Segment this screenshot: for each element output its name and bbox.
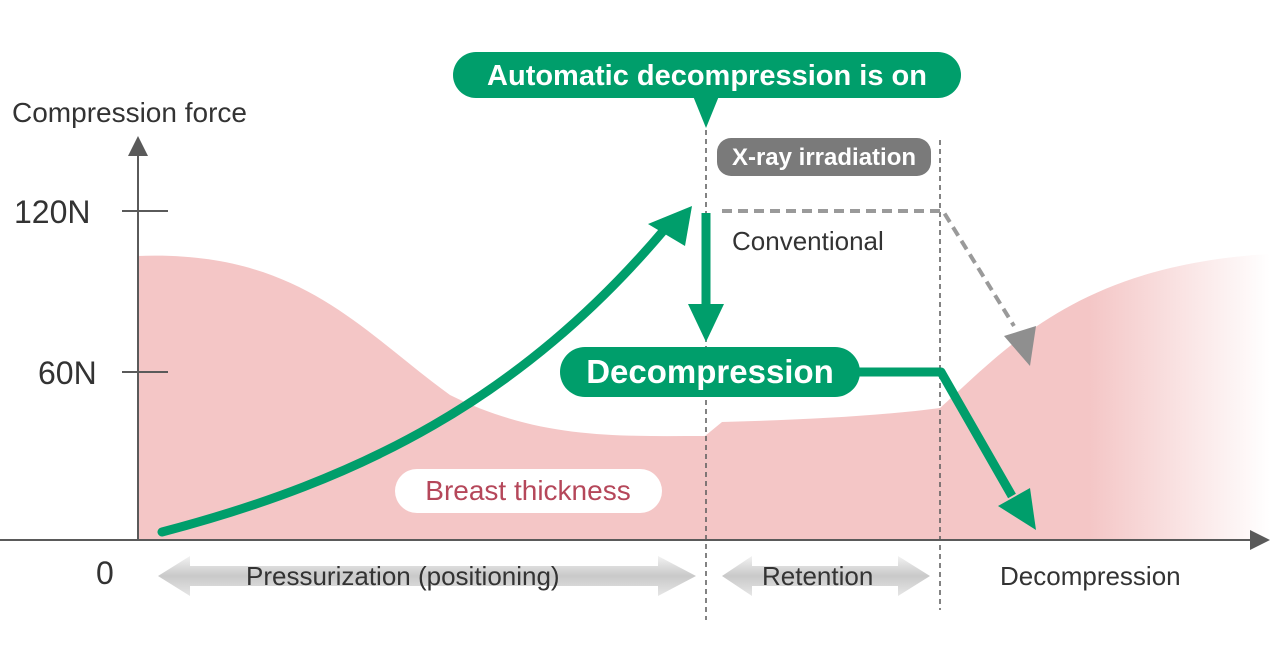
pressurization-curve	[157, 225, 669, 537]
decompression-pill	[560, 347, 860, 397]
breast-thickness-area	[138, 254, 1270, 540]
auto-decompression-banner	[453, 52, 961, 98]
conventional-path	[722, 209, 1016, 328]
xray-irradiation-label: X-ray irradiation	[732, 144, 916, 171]
release-arrowhead	[998, 488, 1036, 530]
banner-label: Automatic decompression is on	[487, 60, 927, 92]
banner-pointer	[693, 96, 719, 128]
phase-label-decompression: Decompression	[1000, 561, 1181, 591]
phase-label-retention: Retention	[762, 561, 873, 591]
phase-label-pressurization: Pressurization (positioning)	[246, 561, 560, 591]
breast-thickness-badge	[395, 469, 662, 513]
decompression-label: Decompression	[586, 353, 834, 390]
decompression-drop-arrowhead	[688, 304, 724, 342]
pressurization-arrowhead	[648, 206, 692, 246]
retention-phase-arrow	[722, 556, 930, 596]
retention-line	[850, 367, 1016, 499]
x-axis-arrowhead	[1250, 530, 1270, 550]
y-axis-label: Compression force	[12, 97, 247, 128]
xray-irradiation-pill	[717, 138, 931, 176]
y-axis-arrowhead	[128, 136, 148, 156]
tick-label-60: 60N	[38, 355, 97, 391]
pressurization-phase-arrow	[158, 556, 696, 596]
tick-label-120: 120N	[14, 194, 91, 230]
breast-thickness-label: Breast thickness	[425, 475, 630, 506]
conventional-label: Conventional	[732, 226, 884, 256]
conventional-arrowhead	[1004, 326, 1036, 366]
tick-label-0: 0	[96, 555, 114, 591]
